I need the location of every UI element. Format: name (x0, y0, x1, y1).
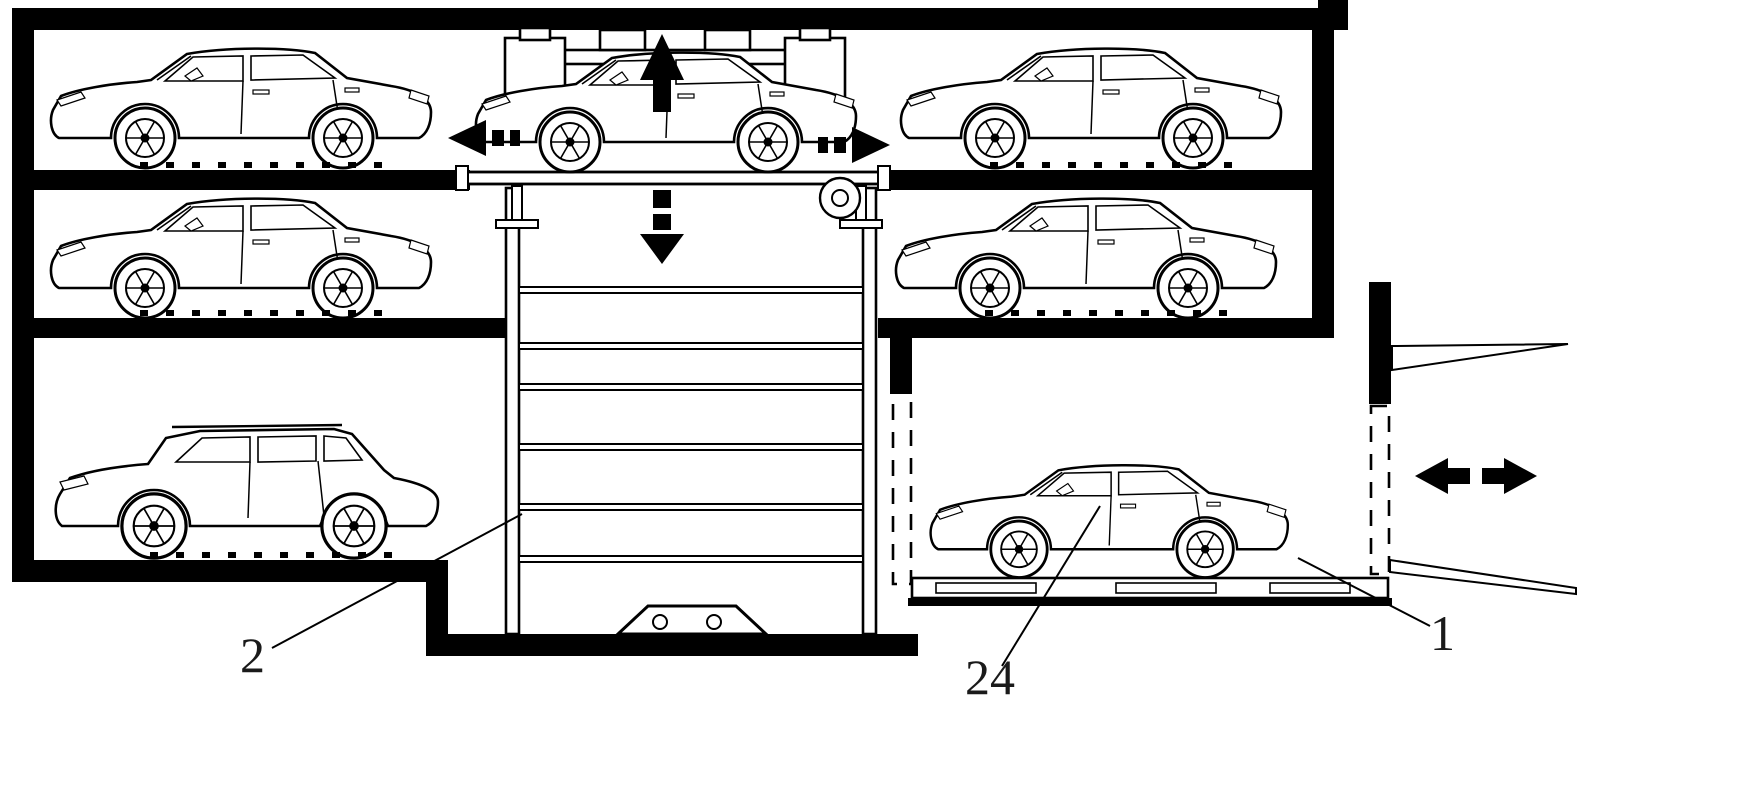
bottom-step (426, 560, 448, 656)
shaft-base-roller (706, 614, 722, 630)
bay-right-wall-block (1369, 282, 1391, 404)
bay-left-wall-block (890, 336, 912, 394)
shaft-cross-beams (518, 286, 864, 563)
hoist-pulley-hub (831, 189, 849, 207)
shaft-left-rail (504, 186, 521, 636)
shaft-base-roller (652, 614, 668, 630)
label-carrier-platform: 24 (965, 649, 1015, 705)
leader-line-shaft (271, 513, 523, 649)
pallet-rollers (140, 162, 1250, 558)
right-wall (1312, 8, 1334, 338)
transfer-right-arrow-icon (818, 127, 890, 163)
exit-ramp (1389, 558, 1577, 596)
entry-bay-pallet (910, 576, 1390, 600)
floor-slab-upper-right (878, 170, 1312, 190)
platform-beam (456, 170, 890, 186)
bay-floor (908, 598, 1392, 606)
platform-bracket-left-foot (495, 219, 539, 229)
lift-up-arrow-icon (640, 34, 684, 112)
lift-platform (455, 165, 891, 229)
bay-outer-door-dashed (1369, 404, 1391, 576)
platform-end-cap-left (455, 165, 469, 191)
hoist-tab-left (598, 28, 647, 52)
leader-line-entry (1297, 557, 1431, 627)
platform-end-cap-right (877, 165, 891, 191)
lift-shaft (504, 186, 878, 636)
left-wall (12, 8, 34, 582)
bottom-slab-left (12, 560, 448, 582)
shaft-right-rail (861, 186, 878, 636)
building-structure (12, 0, 1392, 656)
entry-bay-features (891, 343, 1577, 596)
entry-exit-double-arrow-icon (1415, 458, 1537, 494)
floor-slab-middle-left (34, 318, 506, 338)
floor-slab-middle-right (878, 318, 1334, 338)
lift-down-arrow-icon (640, 190, 684, 264)
hoist-tower-right-cap (798, 26, 832, 42)
reference-labels: 2 24 1 (240, 505, 1455, 705)
bay-inner-door-dashed (891, 390, 913, 586)
top-wall (12, 8, 1334, 30)
platform-bracket-right-foot (839, 219, 883, 229)
bottom-slab-shaft (426, 634, 918, 656)
hoist-tower-left-cap (518, 26, 552, 42)
hoist-tab-right (703, 28, 752, 52)
leader-line-carrier (1001, 505, 1101, 667)
floor-slab-upper-left (34, 170, 470, 190)
transfer-left-arrow-icon (448, 120, 520, 156)
label-entry-bay: 1 (1430, 605, 1455, 661)
label-lift-shaft: 2 (240, 627, 265, 683)
street-canopy-wedge (1391, 343, 1569, 372)
